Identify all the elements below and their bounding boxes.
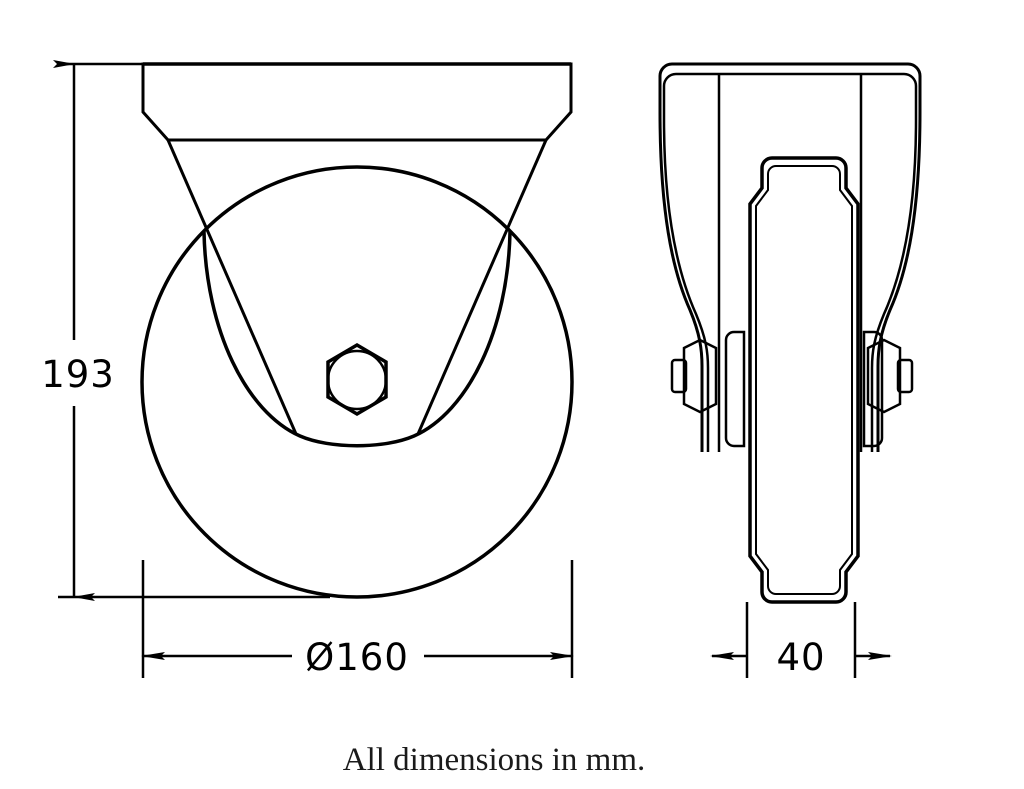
side-fork-bracket	[658, 74, 922, 452]
side-wheel-tyre	[748, 156, 860, 604]
side-plate-outer-top-left	[658, 62, 673, 112]
dimension-overall-height: 193	[40, 60, 330, 601]
dimension-label-diameter: Ø160	[305, 636, 409, 679]
drawing-caption: All dimensions in mm.	[343, 742, 646, 778]
hub-left-block	[724, 330, 746, 448]
fork-left-inner-profile	[662, 119, 710, 452]
side-axle-assembly	[670, 338, 914, 414]
hex-nut-inscribed-circle	[326, 349, 388, 411]
top-mounting-plate	[141, 62, 573, 142]
axle-washer-left	[670, 358, 688, 394]
tyre-outer-profile	[748, 156, 860, 604]
tyre-inner-profile	[755, 165, 853, 595]
dimension-label-height: 193	[41, 353, 115, 396]
dimension-wheel-diameter: Ø160	[141, 560, 574, 684]
side-plate-inner-top-left	[662, 72, 677, 120]
mounting-plate-outline	[141, 62, 573, 142]
fork-left-outer-leg	[166, 139, 298, 435]
fork-left-outer-profile	[658, 111, 704, 452]
axle-nut	[326, 342, 388, 417]
fork-right-inner-profile	[870, 119, 918, 452]
front-view: 193 Ø160	[40, 60, 574, 684]
hub-right-block	[862, 330, 884, 448]
side-view: 40	[658, 62, 922, 679]
dimension-label-width: 40	[776, 636, 825, 679]
axle-nut-right	[866, 338, 902, 414]
axle-washer-right	[896, 358, 914, 394]
fork-right-outer-leg	[416, 139, 548, 435]
side-wheel-hub	[724, 330, 884, 448]
hex-nut-outline	[326, 342, 388, 417]
fork-bracket	[166, 139, 548, 448]
side-plate-outer-top-right	[672, 62, 922, 112]
wheel-tyre-circle	[140, 165, 574, 599]
height-label-backdrop	[40, 340, 120, 406]
diameter-label-backdrop	[292, 628, 424, 684]
fork-right-outer-profile	[876, 111, 922, 452]
fork-inner-u-curve	[202, 231, 512, 448]
side-top-mounting-plate	[658, 62, 922, 120]
side-plate-inner-top-right	[676, 72, 918, 120]
axle-nut-left	[682, 338, 718, 414]
dimension-wheel-width: 40	[710, 602, 892, 679]
